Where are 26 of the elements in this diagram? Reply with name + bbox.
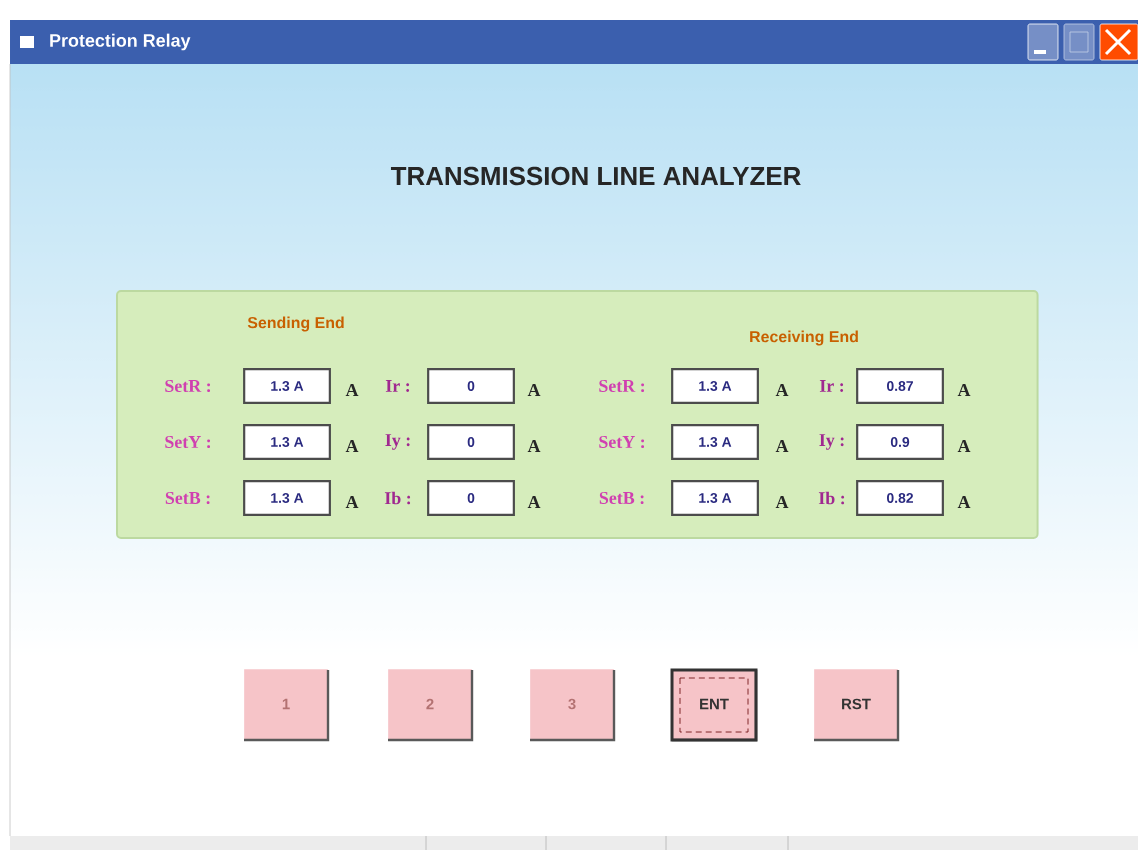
field-label: SetR : — [599, 379, 645, 393]
unit-label: A — [527, 384, 541, 396]
unit-label: A — [957, 440, 971, 452]
field-label: SetB : — [165, 491, 210, 505]
field-label: Ib : — [818, 491, 845, 505]
unit-label: A — [345, 384, 359, 396]
unit-label: A — [775, 384, 789, 396]
unit-label: A — [775, 440, 789, 452]
field-label: SetY : — [165, 435, 211, 449]
field-label: Ib : — [384, 491, 411, 505]
field-label: Iy : — [385, 434, 410, 450]
field-label: SetR : — [165, 379, 211, 393]
field-label: Ir : — [385, 380, 410, 392]
unit-label: A — [957, 496, 971, 508]
unit-label: A — [775, 496, 789, 508]
field-label: SetY : — [599, 435, 645, 449]
unit-label: A — [345, 440, 359, 452]
field-label: Ir : — [819, 380, 844, 392]
field-label: Iy : — [819, 434, 844, 450]
unit-label: A — [527, 496, 541, 508]
unit-label: A — [527, 440, 541, 452]
heading: TRANSMISSION LINE ANALYZER — [390, 166, 801, 186]
unit-label: A — [957, 384, 971, 396]
unit-label: A — [345, 496, 359, 508]
field-label: SetB : — [599, 491, 644, 505]
window-title: Protection Relay — [50, 33, 191, 51]
